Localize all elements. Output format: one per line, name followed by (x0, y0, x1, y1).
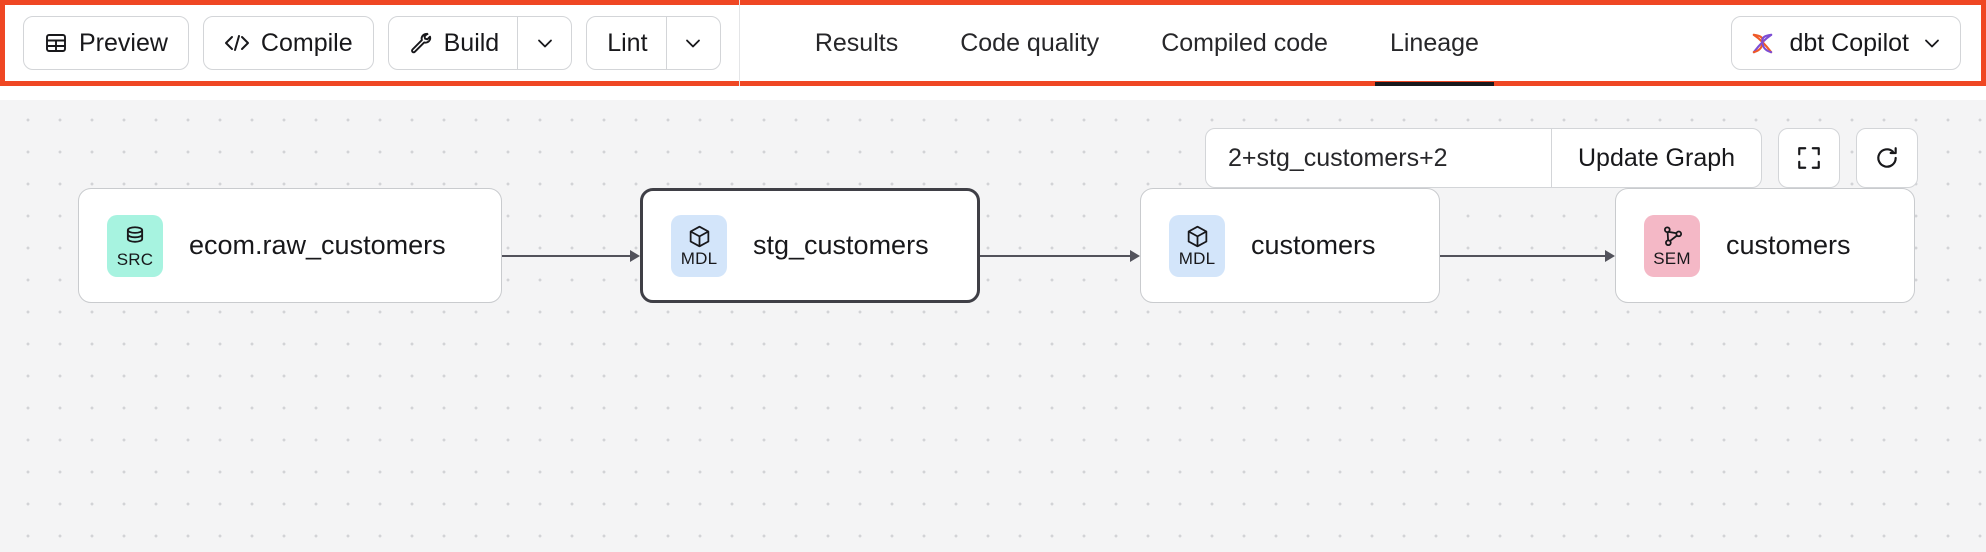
tab-code-quality[interactable]: Code quality (929, 5, 1130, 81)
tab-results[interactable]: Results (784, 5, 929, 81)
node-type-badge-sem: SEM (1644, 214, 1700, 277)
lineage-node-name: stg_customers (753, 230, 929, 260)
tab-lineage[interactable]: Lineage (1359, 5, 1510, 86)
code-brackets-icon (224, 32, 250, 54)
edge-line (1440, 255, 1605, 257)
lint-dropdown-toggle[interactable] (665, 17, 720, 69)
lint-button-group: Lint (586, 16, 721, 70)
build-button-group: Build (387, 16, 573, 70)
refresh-icon (1874, 145, 1900, 171)
node-type-label: SEM (1653, 249, 1691, 268)
tab-compiled-code[interactable]: Compiled code (1130, 5, 1359, 81)
lineage-node-name: customers (1251, 230, 1376, 260)
tab-bar: Results Code quality Compiled code Linea… (740, 5, 1510, 86)
build-dropdown-toggle[interactable] (517, 17, 571, 69)
lineage-node-stg-customers[interactable]: MDL stg_customers (640, 188, 980, 303)
lineage-node-name: customers (1726, 230, 1851, 260)
node-type-label: MDL (1178, 249, 1216, 268)
node-type-label: MDL (680, 249, 718, 268)
wrench-icon (409, 31, 433, 55)
table-icon (44, 31, 68, 55)
chevron-down-icon (535, 33, 555, 53)
lint-button[interactable]: Lint (587, 17, 665, 69)
preview-button-label: Preview (79, 28, 168, 57)
tab-lineage-label: Lineage (1389, 28, 1479, 57)
refresh-button[interactable] (1856, 128, 1919, 188)
cube-icon (687, 224, 712, 249)
dbt-copilot-icon (1749, 30, 1776, 57)
lineage-node-customers-model[interactable]: MDL customers (1140, 188, 1440, 303)
toolbar-right-group: dbt Copilot (1731, 16, 1981, 70)
dbt-copilot-button[interactable]: dbt Copilot (1731, 16, 1961, 70)
fullscreen-icon (1796, 145, 1822, 171)
node-type-badge-mdl: MDL (1169, 214, 1225, 277)
compile-button-label: Compile (260, 28, 353, 57)
lineage-edge-1 (500, 245, 640, 267)
graph-nodes-icon (1660, 224, 1685, 249)
chevron-down-icon (683, 33, 703, 53)
node-type-badge-mdl: MDL (671, 214, 727, 277)
dbt-selector-input[interactable] (1206, 129, 1551, 187)
lineage-edge-3 (1440, 245, 1615, 267)
database-icon (122, 224, 148, 250)
tab-code-quality-label: Code quality (960, 28, 1100, 57)
dbt-copilot-label: dbt Copilot (1789, 28, 1909, 57)
lineage-node-name: ecom.raw_customers (189, 230, 446, 260)
preview-button[interactable]: Preview (23, 16, 189, 70)
edge-arrowhead (1130, 250, 1140, 262)
tab-compiled-code-label: Compiled code (1161, 28, 1328, 57)
edge-line (500, 255, 630, 257)
compile-button[interactable]: Compile (202, 16, 374, 70)
update-graph-button[interactable]: Update Graph (1551, 129, 1761, 187)
graph-controls: Update Graph (1205, 128, 1919, 188)
node-type-badge-src: SRC (107, 214, 163, 277)
lineage-canvas[interactable]: Update Graph (0, 100, 1986, 552)
lineage-node-customers-semantic[interactable]: SEM customers (1615, 188, 1915, 303)
toolbar-action-group: Preview Compile (5, 5, 721, 81)
lint-button-label: Lint (607, 28, 648, 57)
update-graph-label: Update Graph (1578, 143, 1736, 172)
node-type-label: SRC (116, 249, 154, 269)
edge-arrowhead (1605, 250, 1615, 262)
build-button-label: Build (443, 28, 500, 57)
selector-group: Update Graph (1205, 128, 1763, 188)
edge-line (980, 255, 1130, 257)
fullscreen-button[interactable] (1778, 128, 1841, 188)
lineage-node-ecom-raw-customers[interactable]: SRC ecom.raw_customers (78, 188, 502, 303)
lineage-edge-2 (980, 245, 1140, 267)
toolbar-divider (738, 0, 740, 86)
edge-arrowhead (630, 250, 640, 262)
chevron-down-icon (1922, 33, 1942, 53)
top-toolbar: Preview Compile (0, 0, 1986, 86)
cube-icon (1185, 224, 1210, 249)
tab-results-label: Results (814, 28, 899, 57)
build-button[interactable]: Build (389, 17, 518, 69)
